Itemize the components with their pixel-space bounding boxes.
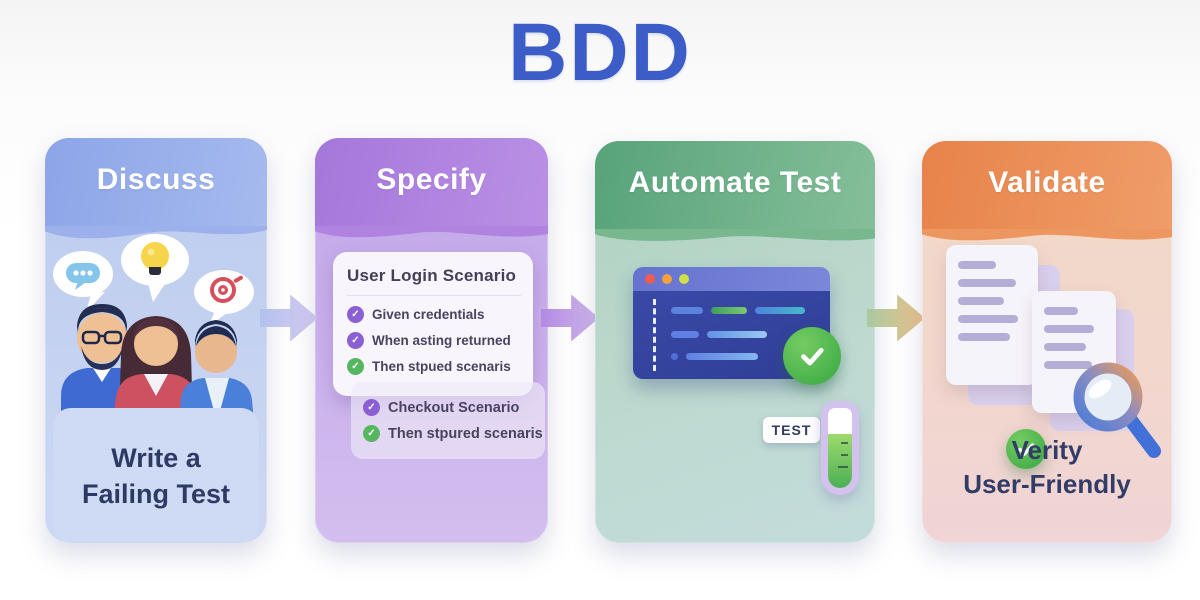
test-tube-label: TEST [763, 417, 820, 443]
caption-line-2: User-Friendly [963, 469, 1131, 499]
check-icon [363, 399, 380, 416]
code-line [671, 353, 758, 360]
scenario-item: Then stpued scenaris [347, 358, 521, 375]
page-title: BDD [508, 7, 692, 98]
panel-automate-title: Automate Test [628, 166, 842, 199]
scenario-card: User Login Scenario Given credentials Wh… [333, 252, 533, 396]
wave-divider [595, 229, 875, 241]
scenario-item-label: Given credentials [372, 307, 485, 322]
flow-arrow-icon [260, 294, 318, 342]
discuss-caption: Write a Failing Test [53, 408, 259, 543]
panel-automate-test: Automate Test [595, 141, 875, 543]
code-line [671, 307, 805, 314]
validate-caption: Verity User-Friendly [922, 433, 1172, 501]
window-close-icon [645, 274, 655, 284]
check-icon [347, 358, 364, 375]
magnifier-icon [1073, 362, 1161, 458]
discussion-illustration [53, 234, 254, 422]
scenario-card-secondary: Checkout Scenario Then stpured scenaris [351, 382, 545, 459]
caption-line-1: Write a [111, 443, 201, 473]
wave-divider [922, 229, 1172, 241]
panel-validate-header: Validate [922, 141, 1172, 241]
document-icon [1032, 291, 1116, 413]
tube-liquid [828, 433, 852, 488]
panel-specify-body: User Login Scenario Given credentials Wh… [315, 230, 548, 543]
scenario-item: Then stpured scenaris [363, 425, 543, 442]
panel-validate: Validate [922, 141, 1172, 543]
scenario-item-label: Then stpured scenaris [388, 425, 543, 442]
test-tube-icon [821, 401, 859, 495]
scenario-item-label: Checkout Scenario [388, 399, 520, 416]
panel-automate-body: TEST [595, 233, 875, 543]
target-icon [194, 270, 254, 327]
panel-specify: Specify User Login Scenario Given creden… [315, 138, 548, 543]
window-titlebar [633, 267, 830, 291]
scenario-card-title: User Login Scenario [347, 266, 521, 296]
panel-discuss-body: Write a Failing Test [45, 230, 267, 543]
code-line [671, 331, 767, 338]
wave-divider [315, 226, 548, 238]
document-icon [946, 245, 1038, 385]
wave-divider [45, 226, 267, 239]
scenario-item-label: When asting returned [372, 333, 511, 348]
flow-arrow-icon [541, 294, 599, 342]
caption-line-1: Verity [1011, 435, 1083, 465]
green-check-icon [1006, 429, 1046, 469]
flow-arrow-icon [867, 294, 925, 342]
lightbulb-icon [121, 234, 189, 302]
caption-line-2: Failing Test [81, 479, 230, 509]
dashed-gutter-line [653, 299, 656, 371]
window-minimize-icon [662, 274, 672, 284]
scenario-item: When asting returned [347, 332, 521, 349]
panel-specify-title: Specify [376, 163, 487, 196]
panel-discuss-header: Discuss [45, 138, 267, 239]
panel-automate-header: Automate Test [595, 141, 875, 241]
check-icon [347, 332, 364, 349]
panel-discuss-title: Discuss [96, 163, 216, 196]
panel-validate-title: Validate [988, 166, 1106, 199]
panel-specify-header: Specify [315, 138, 548, 238]
green-check-icon [783, 327, 841, 385]
scenario-item: Given credentials [347, 306, 521, 323]
scenario-item: Checkout Scenario [363, 399, 535, 416]
panel-validate-body: Verity User-Friendly [922, 233, 1172, 543]
scenario-item-label: Then stpued scenaris [372, 359, 511, 374]
check-icon [363, 425, 380, 442]
check-icon [347, 306, 364, 323]
speech-dots-icon [53, 251, 113, 312]
panel-discuss: Discuss [45, 138, 267, 543]
window-maximize-icon [679, 274, 689, 284]
